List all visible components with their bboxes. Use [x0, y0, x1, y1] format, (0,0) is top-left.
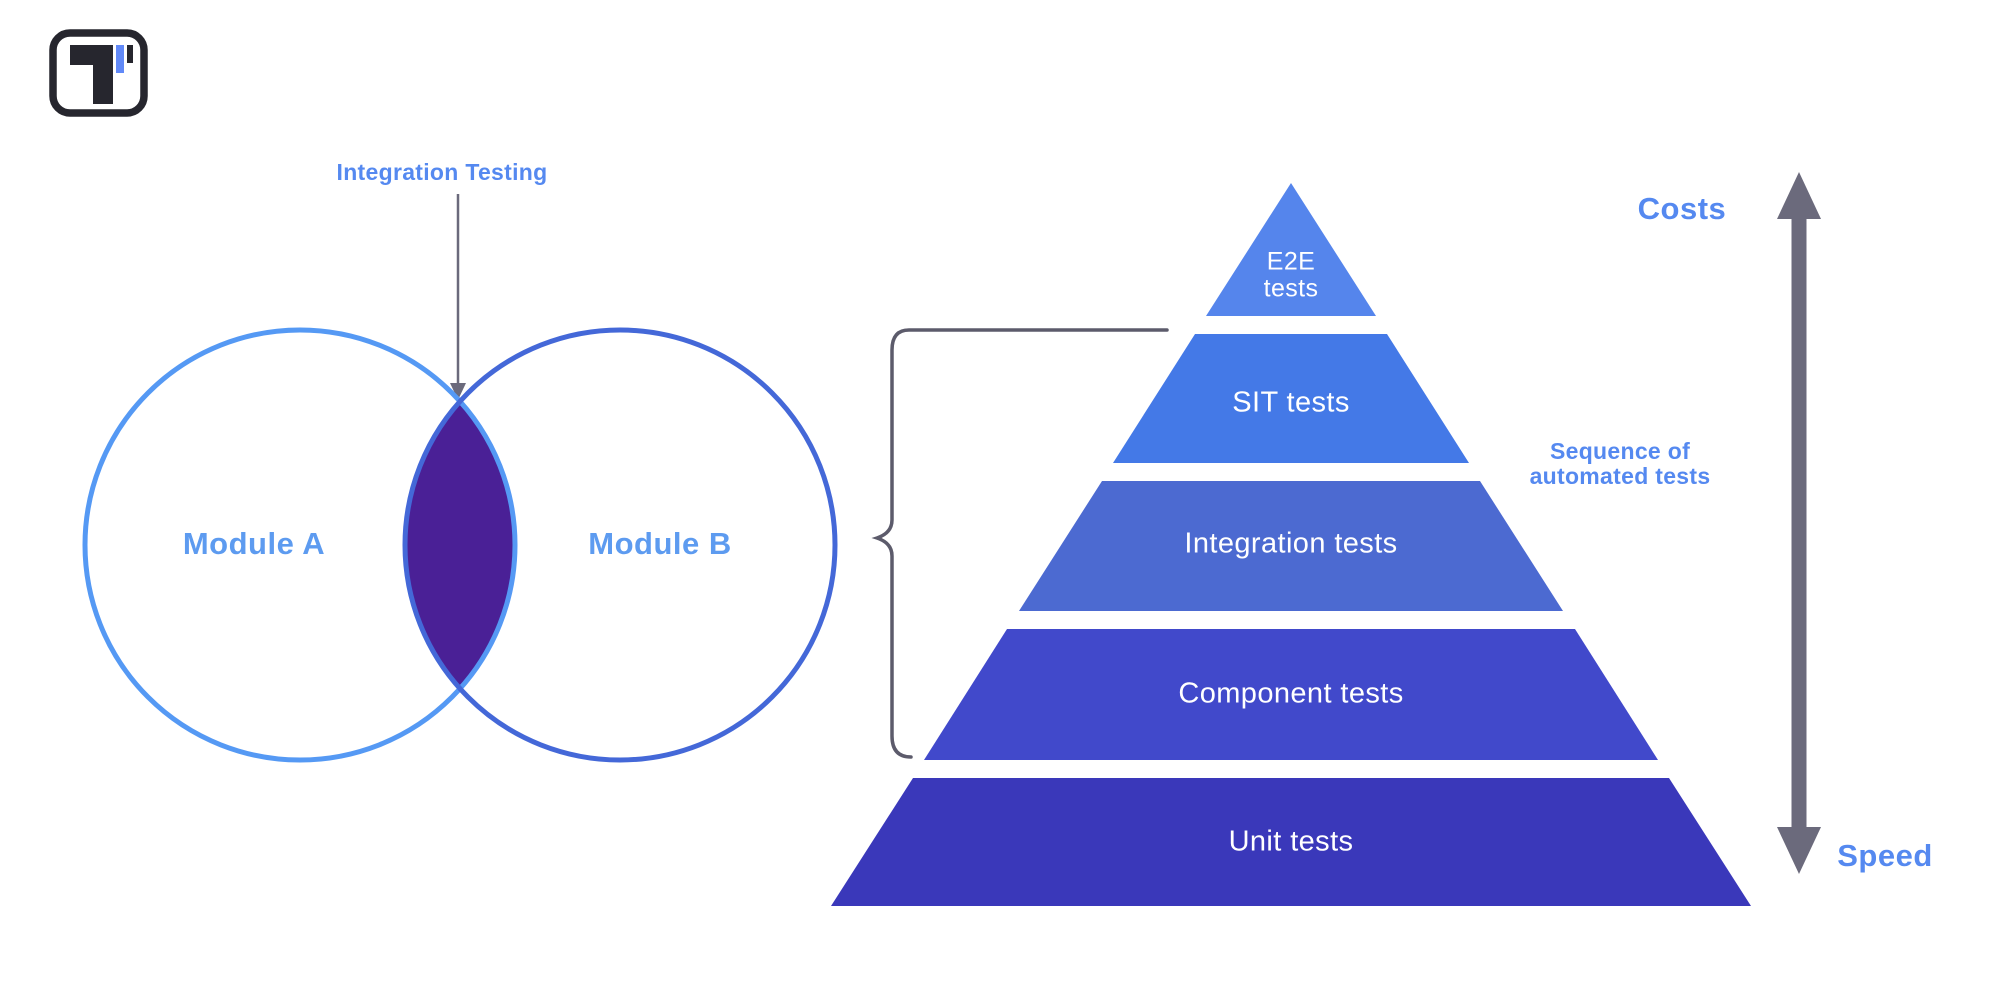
axis-arrowhead-up-icon	[1777, 172, 1821, 219]
side-note-line2: automated tests	[1530, 463, 1711, 489]
module-b-label: Module B	[588, 526, 732, 561]
costs-label: Costs	[1638, 191, 1727, 226]
axis-arrowhead-down-icon	[1777, 827, 1821, 874]
logo	[49, 29, 148, 117]
annotation-arrowhead-icon	[450, 383, 466, 400]
side-note: Sequence of automated tests	[1530, 438, 1711, 489]
module-b-circle	[402, 327, 838, 763]
logo-t-glyph	[70, 45, 113, 104]
side-note-line1: Sequence of	[1550, 438, 1690, 464]
module-a-label: Module A	[183, 526, 325, 561]
unit-tests-label: Unit tests	[1229, 826, 1354, 858]
pyramid-level-integration	[1019, 481, 1563, 611]
sit-tests-label: SIT tests	[1232, 387, 1350, 419]
integration-tests-label: Integration tests	[1184, 528, 1397, 560]
brace-connector	[871, 328, 1169, 759]
testing-pyramid: E2E tests SIT tests Integration tests Co…	[831, 183, 1751, 906]
logo-accent-bar	[116, 45, 124, 73]
e2e-tests-label-line1: E2E	[1267, 248, 1315, 276]
axis-arrow-shaft	[1791, 214, 1807, 832]
cost-speed-axis: Costs Speed	[1638, 172, 1933, 874]
pyramid-level-e2e	[1206, 183, 1376, 316]
pyramid-level-sit	[1113, 334, 1469, 463]
venn-overlap-region	[404, 401, 516, 689]
module-a-circle	[82, 327, 518, 763]
curly-brace	[871, 328, 1169, 759]
integration-testing-annotation: Integration Testing	[337, 159, 548, 185]
e2e-tests-label-line2: tests	[1264, 275, 1319, 303]
component-tests-label: Component tests	[1178, 678, 1403, 710]
logo-tick-bar	[127, 45, 133, 63]
pyramid-level-component	[924, 629, 1658, 760]
venn-diagram: Integration Testing Module A Module B	[82, 159, 838, 763]
pyramid-level-unit	[831, 778, 1751, 906]
speed-label: Speed	[1837, 838, 1933, 873]
